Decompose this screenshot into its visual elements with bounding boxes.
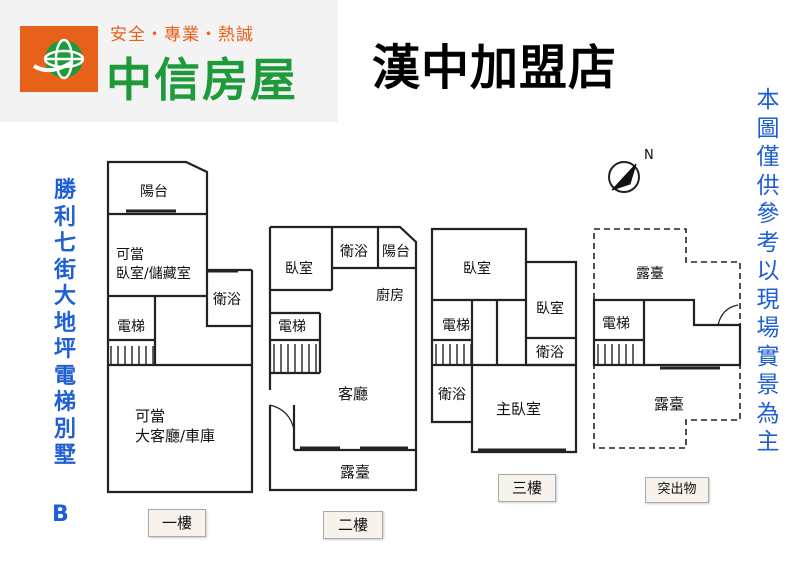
brand-name: 中信房屋: [106, 53, 298, 107]
room-label: 臥室: [463, 260, 491, 277]
floor-label-roof: 突出物: [645, 477, 709, 503]
room-label: 露臺: [340, 463, 370, 481]
room-label: 衛浴: [213, 292, 241, 308]
floor-3-plan: [430, 227, 578, 454]
disclaimer: 本圖僅供參考以現場實景為主: [756, 87, 780, 455]
room-label: 主臥室: [496, 400, 541, 418]
room-label: 廚房: [376, 287, 404, 304]
property-title: 勝利七街大地坪電梯別墅: [53, 178, 76, 468]
room-label: 客廳: [338, 385, 368, 403]
roof-plan: [592, 228, 742, 449]
room-label: 陽台: [140, 184, 168, 200]
room-label: 大客廳/車庫: [135, 427, 215, 445]
building-code: B: [52, 502, 69, 527]
room-label: 電梯: [442, 318, 470, 334]
room-label: 可當: [116, 247, 144, 263]
floor-label-3f: 三樓: [498, 474, 556, 502]
room-label: 陽台: [382, 244, 410, 260]
floor-2-plan: [268, 225, 418, 492]
room-label: 電梯: [117, 319, 145, 335]
floor-label-1f: 一樓: [148, 509, 206, 537]
compass-icon: [608, 161, 640, 193]
floor-1-plan: [106, 160, 254, 494]
room-label: 衛浴: [340, 244, 368, 260]
compass-label: N: [644, 148, 654, 163]
floor-label-2f: 二樓: [323, 511, 383, 539]
room-label: 電梯: [602, 316, 630, 332]
room-label: 可當: [135, 407, 165, 425]
slogan: 安全・專業・熱誠: [110, 25, 254, 45]
store-title: 漢中加盟店: [372, 40, 618, 96]
room-label: 臥室: [536, 300, 564, 317]
room-label: 電梯: [278, 319, 306, 335]
room-label: 臥室: [285, 260, 313, 277]
room-label: 露臺: [654, 395, 684, 413]
room-label: 臥室/儲藏室: [116, 265, 191, 282]
logo-mark: [20, 26, 98, 92]
room-label: 衛浴: [536, 345, 564, 361]
room-label: 衛浴: [438, 387, 466, 403]
globe-logo-icon: [32, 38, 85, 80]
room-label: 露臺: [636, 266, 664, 282]
